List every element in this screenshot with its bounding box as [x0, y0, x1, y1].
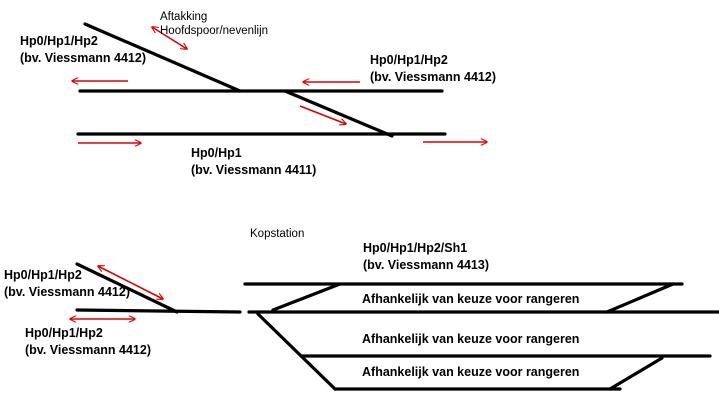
- approach-track: [75, 308, 242, 314]
- shunting-note-2: Afhankelijk van keuze voor rangeren: [362, 332, 580, 346]
- crossover-left-1: [271, 282, 342, 312]
- signal-label-station: Hp0/Hp1/Hp2/Sh1 (bv. Viessmann 4413): [363, 240, 489, 274]
- signal-label-bottom-lower: Hp0/Hp1/Hp2 (bv. Viessmann 4412): [25, 325, 151, 359]
- signal-label-top-left: Hp0/Hp1/Hp2 (bv. Viessmann 4412): [20, 33, 146, 67]
- signal-label-bottom-upper: Hp0/Hp1/Hp2 (bv. Viessmann 4412): [4, 267, 130, 301]
- signal-model: (bv. Viessmann 4412): [4, 285, 130, 299]
- branch-line-upper: [83, 22, 242, 93]
- signal-label-top-right: Hp0/Hp1/Hp2 (bv. Viessmann 4412): [370, 52, 496, 86]
- crossover-left-2: [256, 312, 337, 391]
- arrow-branch-double: [152, 27, 187, 49]
- junction-title-line1: Aftakking: [160, 11, 208, 23]
- arrow-bottom-branch-double: [98, 266, 163, 299]
- signal-type: Hp0/Hp1/Hp2: [20, 34, 98, 48]
- tracks-top: [76, 22, 447, 138]
- signal-model: (bv. Viessmann 4413): [363, 258, 489, 272]
- tracks-bottom: [75, 262, 719, 391]
- signal-label-main: Hp0/Hp1 (bv. Viessmann 4411): [191, 145, 316, 179]
- branch-line-lower: [283, 89, 394, 138]
- crossover-right-2: [608, 356, 664, 391]
- signal-type: Hp0/Hp1/Hp2: [370, 53, 448, 67]
- signal-type: Hp0/Hp1: [191, 146, 242, 160]
- arrows-bottom: [70, 266, 163, 319]
- arrow-diagonal: [299, 105, 346, 124]
- junction-title-line2: Hoofdspoor/nevenlijn: [160, 25, 269, 37]
- junction-title: Aftakking Hoofdspoor/nevenlijn: [160, 10, 268, 38]
- signal-model: (bv. Viessmann 4412): [20, 51, 146, 65]
- station-title: Kopstation: [250, 228, 305, 240]
- signal-type: Hp0/Hp1/Hp2: [25, 326, 103, 340]
- signal-model: (bv. Viessmann 4412): [370, 70, 496, 84]
- signal-model: (bv. Viessmann 4411): [191, 163, 317, 177]
- shunting-note-1: Afhankelijk van keuze voor rangeren: [362, 292, 580, 306]
- signal-model: (bv. Viessmann 4412): [25, 343, 151, 357]
- signal-type: Hp0/Hp1/Hp2: [4, 268, 82, 282]
- arrows-top: [72, 27, 487, 143]
- signal-type: Hp0/Hp1/Hp2/Sh1: [363, 241, 468, 255]
- crossover-right-1: [605, 282, 675, 314]
- shunting-note-3: Afhankelijk van keuze voor rangeren: [362, 365, 580, 379]
